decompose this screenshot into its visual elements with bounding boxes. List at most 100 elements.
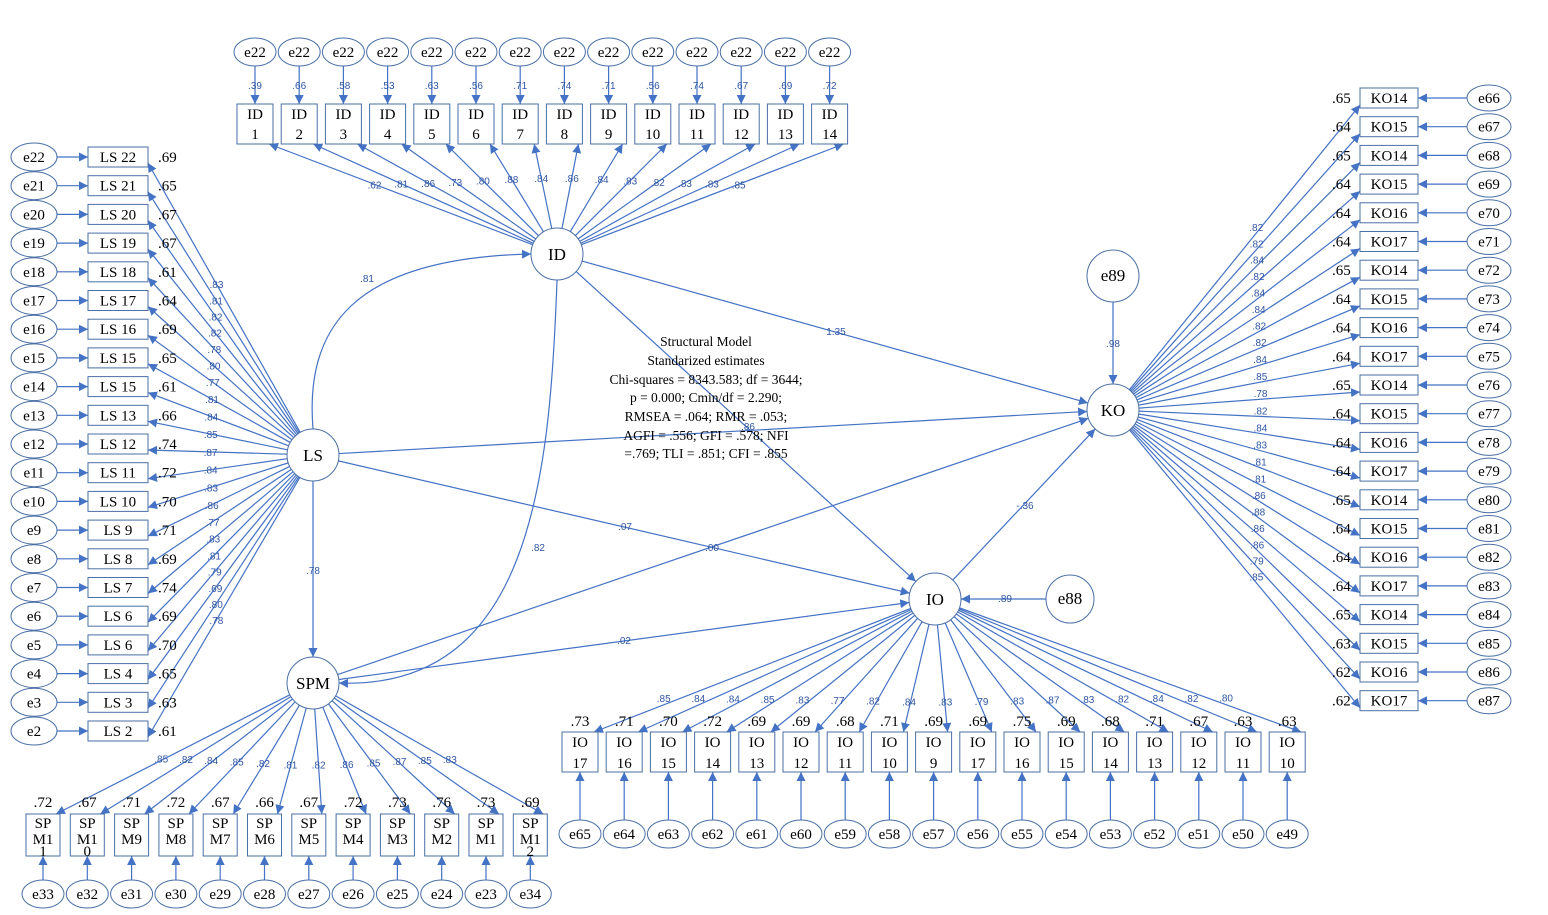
error-circle xyxy=(1466,228,1512,255)
indicator-box xyxy=(87,376,149,398)
error-loading: .53 xyxy=(381,81,395,92)
loading-path xyxy=(577,143,712,240)
error-label: e80 xyxy=(1478,493,1500,509)
loading-value: .81 xyxy=(394,180,408,191)
error-circle xyxy=(1133,819,1177,849)
error-label: e9 xyxy=(27,523,41,539)
indicator-label: ID xyxy=(291,107,307,123)
error-label: e15 xyxy=(23,351,45,367)
loading-path xyxy=(1138,360,1361,406)
indicator-label: KO14 xyxy=(1371,378,1408,394)
disturbance-circle xyxy=(1045,574,1095,624)
r-squared: .70 xyxy=(158,494,177,510)
error-label: e20 xyxy=(23,207,45,223)
error-circle xyxy=(1177,819,1221,849)
loading-value: .81 xyxy=(1253,458,1267,469)
loading-path xyxy=(770,614,916,733)
r-squared: .67 xyxy=(158,236,177,252)
model-note-7: =.769; TLI = .851; CFI = .855 xyxy=(624,446,787,461)
indicator-box xyxy=(236,103,274,145)
error-label: e61 xyxy=(746,827,768,843)
loading-value: .77 xyxy=(206,518,220,529)
loading-value: .86 xyxy=(565,174,579,185)
r-squared: .64 xyxy=(1332,407,1351,423)
loading-value: .84 xyxy=(534,174,548,185)
indicator-label: LS 15 xyxy=(100,380,136,396)
indicator-box xyxy=(678,103,716,145)
latent-ls-label: LS xyxy=(303,446,323,465)
indicator-box xyxy=(87,462,149,484)
indicator-box xyxy=(1136,731,1174,773)
error-circle xyxy=(10,429,58,459)
loading-value: .82 xyxy=(1184,694,1198,705)
error-label: e73 xyxy=(1478,292,1500,308)
loading-path xyxy=(147,277,296,437)
indicator-label: 15 xyxy=(1059,756,1074,772)
indicator-box xyxy=(158,813,194,857)
model-note-2: Standarized estimates xyxy=(647,353,764,368)
loading-path xyxy=(1133,219,1361,395)
indicator-label: 13 xyxy=(749,756,764,772)
error-label: e54 xyxy=(1055,827,1077,843)
error-label: e82 xyxy=(1478,550,1500,566)
r-squared: .64 xyxy=(1332,321,1351,337)
error-circle xyxy=(1265,819,1309,849)
loading-path xyxy=(726,612,914,733)
error-label: e59 xyxy=(834,827,856,843)
indicator-label: ID xyxy=(468,107,484,123)
error-label: e72 xyxy=(1478,263,1500,279)
indicator-box xyxy=(915,731,953,773)
error-label: e22 xyxy=(819,45,841,61)
indicator-box xyxy=(468,813,504,857)
error-circle xyxy=(1466,601,1512,629)
indicator-label: KO15 xyxy=(1371,177,1408,193)
r-squared: .70 xyxy=(659,714,678,730)
loading-value: .82 xyxy=(312,761,326,772)
error-circle xyxy=(277,37,321,67)
error-circle xyxy=(233,37,277,67)
loading-path xyxy=(574,143,668,237)
error-label: e23 xyxy=(475,887,497,903)
indicator-box xyxy=(87,490,149,512)
indicator-label: M8 xyxy=(165,832,186,848)
error-circle xyxy=(719,37,763,67)
loading-path xyxy=(1134,247,1361,397)
indicator-box xyxy=(87,261,149,283)
r-squared: .63 xyxy=(1234,714,1253,730)
indicator-label: LS 16 xyxy=(100,322,137,338)
error-label: e56 xyxy=(967,827,989,843)
indicator-label: LS 8 xyxy=(104,552,133,568)
error-circle xyxy=(198,879,242,909)
error-circle xyxy=(331,879,375,909)
loading-value: .83 xyxy=(678,179,692,190)
indicator-label: SP xyxy=(168,816,185,832)
indicator-label: M2 xyxy=(431,832,452,848)
loading-path xyxy=(1134,423,1361,565)
loading-path xyxy=(147,306,295,439)
indicator-label: 9 xyxy=(930,756,938,772)
r-squared: .65 xyxy=(158,179,177,195)
error-circle xyxy=(646,819,690,849)
indicator-label: IO xyxy=(616,735,632,751)
r-squared: .67 xyxy=(299,795,318,811)
r-squared: .72 xyxy=(158,466,177,482)
indicator-label: 14 xyxy=(705,756,721,772)
indicator-box xyxy=(87,605,149,627)
indicator-label: 17 xyxy=(970,756,986,772)
indicator-label: LS 12 xyxy=(100,437,136,453)
loading-path xyxy=(268,143,533,246)
error-loading: .71 xyxy=(513,81,527,92)
loading-path xyxy=(1131,427,1361,651)
r-squared: .69 xyxy=(792,714,811,730)
loading-path xyxy=(147,476,300,709)
r-squared: .69 xyxy=(968,714,987,730)
error-label: e17 xyxy=(23,294,45,310)
indicator-box xyxy=(1268,731,1306,773)
r-squared: .62 xyxy=(1332,694,1351,710)
error-loading: .56 xyxy=(469,81,483,92)
disturbance-label: e89 xyxy=(1101,266,1126,285)
loading-value: .82 xyxy=(1251,272,1265,283)
r-squared: .64 xyxy=(1332,292,1351,308)
indicator-box xyxy=(605,731,643,773)
r-squared: .64 xyxy=(1332,177,1351,193)
